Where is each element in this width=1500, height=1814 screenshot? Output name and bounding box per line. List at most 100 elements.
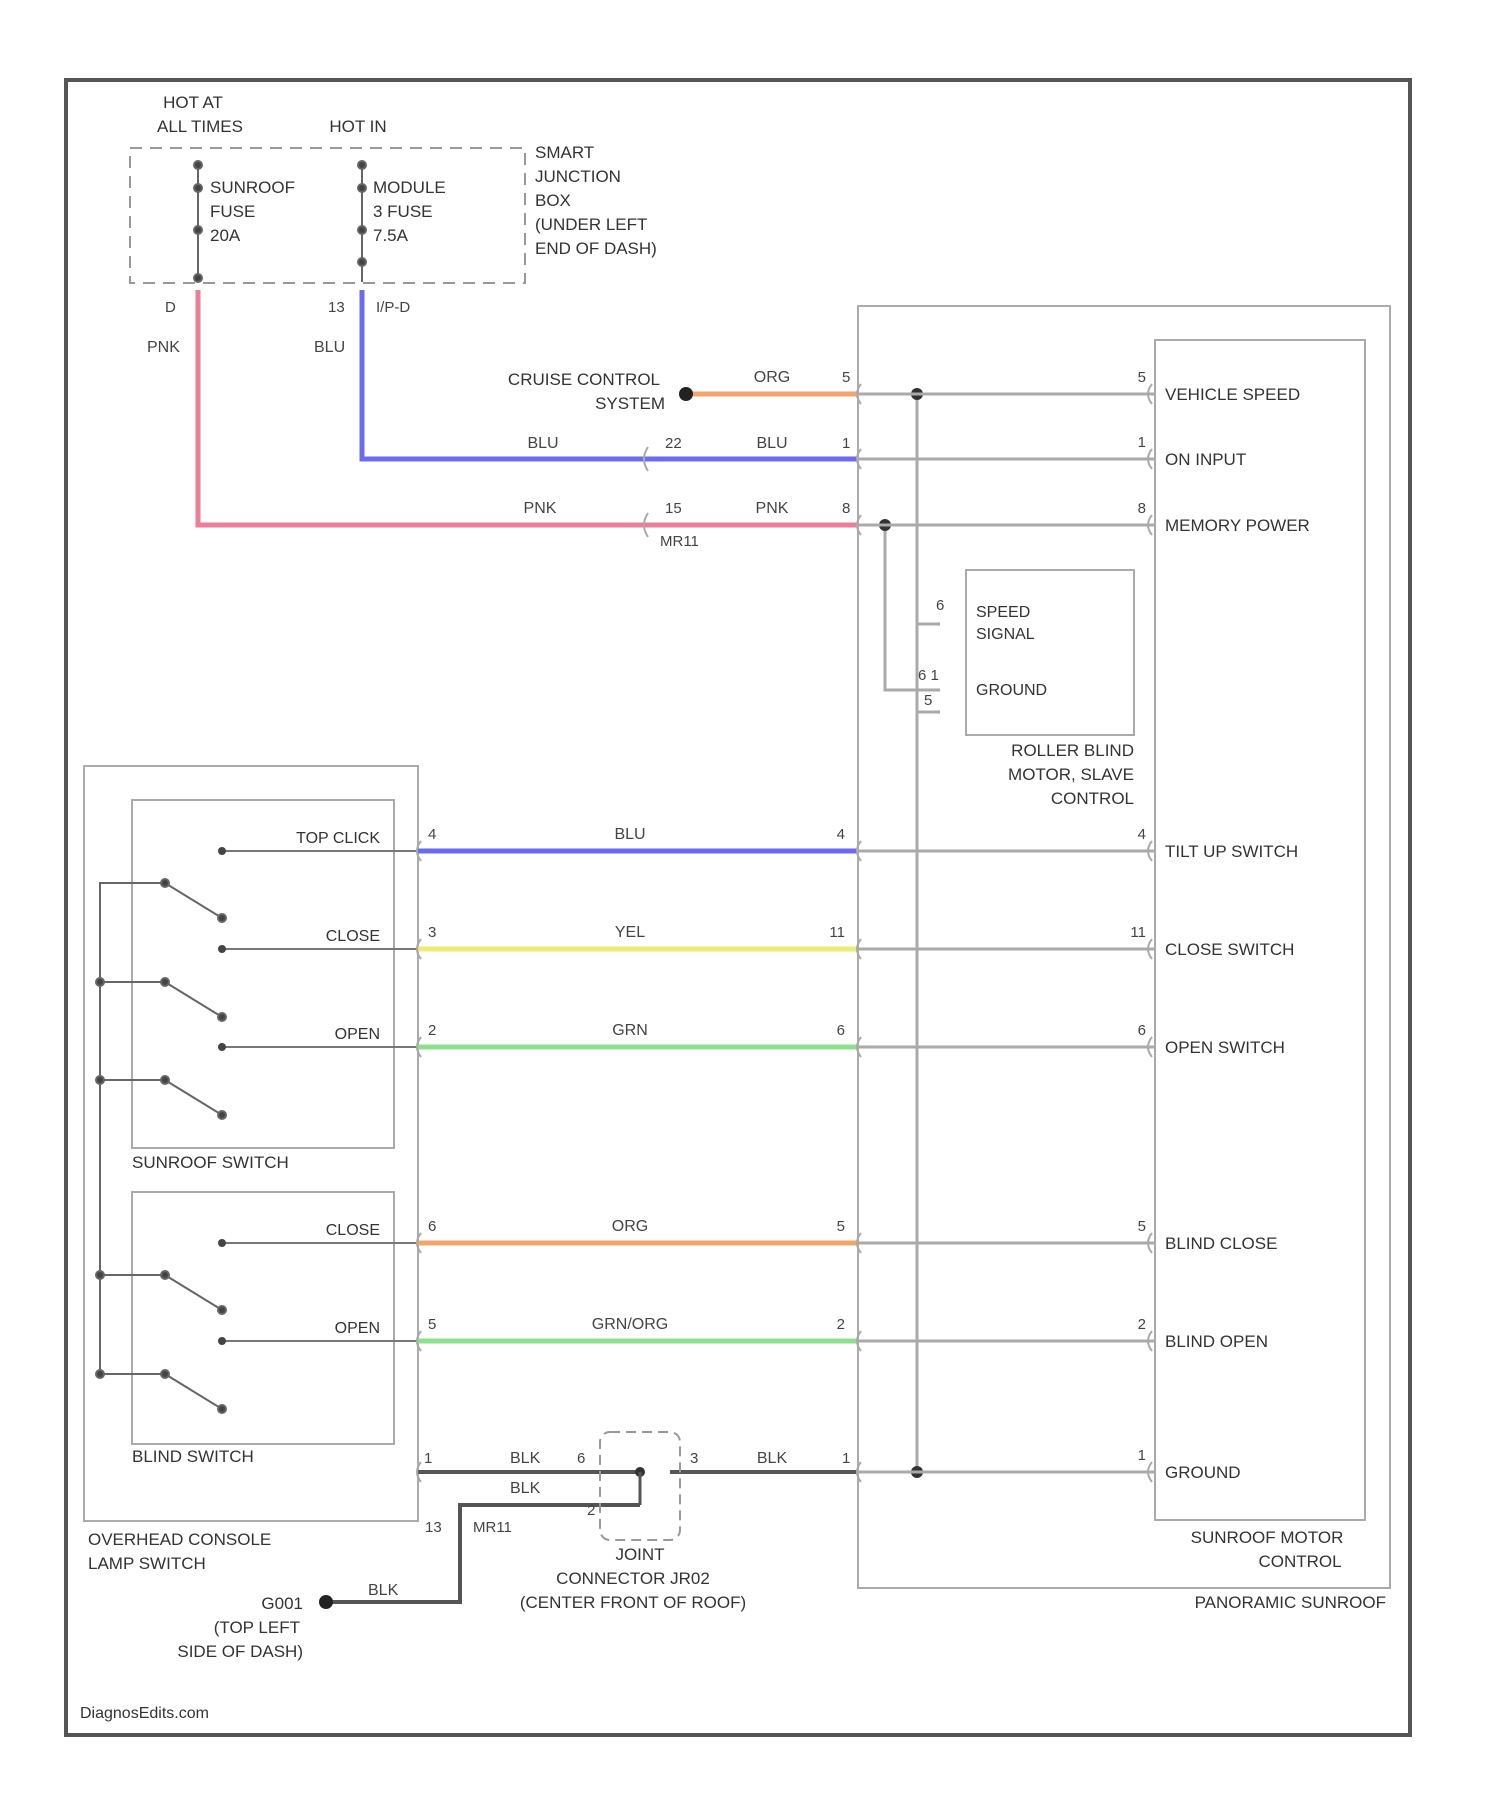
switch-terminal [218,1239,226,1247]
joint-pin3: 3 [690,1450,698,1467]
switch-terminal [218,847,226,855]
sunroof-fuse-label-line3: 20A [210,226,241,245]
roller-name-line3: CONTROL [1051,789,1134,808]
roller-speed-label-line1: SPEED [976,604,1030,621]
switch-pin-number: 3 [428,924,436,941]
switch-pin-number: 2 [428,1022,436,1039]
motor-pin-label: MEMORY POWER [1165,516,1310,535]
panoramic-sunroof-box [858,306,1390,1588]
joint-pin1: 6 [577,1450,585,1467]
ground-point-id: G001 [261,1594,303,1613]
blu-splice-pin: 22 [665,435,682,452]
module-fuse-label-line1: MODULE [373,178,446,197]
motor-pin-number: 8 [1138,500,1146,517]
joint-name-line3: (CENTER FRONT OF ROOF) [520,1593,746,1612]
ground-circuit: 1 BLK 6 BLK 2 3 BLK 1 13 MR11 BLK G001 (… [177,1432,1155,1661]
roller-speed-label-line2: SIGNAL [976,626,1035,643]
diagram-frame [66,80,1410,1735]
fuse-connector-right: I/P-D [376,299,410,316]
motor-pin-number: 5 [1138,369,1146,386]
motor-pin-label: ON INPUT [1165,450,1246,469]
motor-pin-label: BLIND CLOSE [1165,1234,1277,1253]
switch-row-label: CLOSE [326,1222,380,1239]
sunroof-fuse-label-line2: FUSE [210,202,255,221]
ground-wire2-color: BLK [757,1450,788,1467]
memory-power-branch [885,525,940,690]
mr11-splice: BLU 22 BLU 1 PNK 15 PNK 8 MR11 [524,435,851,550]
cruise-label-line1: CRUISE CONTROL [508,370,660,389]
motor-pin-number: 11 [1130,924,1146,941]
motor-side-pin-number: 11 [829,924,845,941]
joint-pin2: 2 [587,1502,595,1519]
module-fuse-label-line3: 7.5A [373,226,409,245]
overhead-console-name-line1: OVERHEAD CONSOLE [88,1530,271,1549]
ground-point-line1: (TOP LEFT [214,1618,300,1637]
blind-switch-name: BLIND SWITCH [132,1447,254,1466]
fuse-pin-left: D [165,299,176,316]
switch-pin-number: 5 [428,1316,436,1333]
hot-at-label-line2: ALL TIMES [157,117,243,136]
motor-pin-number: 1 [1138,434,1146,451]
junction-box-name-line5: END OF DASH) [535,239,657,258]
motor-pin-label: BLIND OPEN [1165,1332,1268,1351]
switch-row-label: TOP CLICK [296,830,380,847]
panoramic-sunroof-label: PANORAMIC SUNROOF [1195,1593,1386,1612]
motor-pin-number: 6 [1138,1022,1146,1039]
switch-wire-color: YEL [615,924,645,941]
ground-motor-pin: 1 [842,1450,850,1467]
fuse-pin-right: 13 [328,299,345,316]
switch-pin-number: 6 [428,1218,436,1235]
ground-switch-pin: 1 [424,1450,432,1467]
switch-contacts [96,879,226,1413]
motor-side-pin-number: 5 [837,1218,845,1235]
cruise-wire-color: ORG [754,369,790,386]
sunroof-fuse-label-line1: SUNROOF [210,178,295,197]
motor-control-name-line2: CONTROL [1258,1552,1341,1571]
junction-box-name-line3: BOX [535,191,571,210]
switch-terminal [218,945,226,953]
roller-name-line1: ROLLER BLIND [1011,741,1134,760]
motor-side-pin-number: 6 [837,1022,845,1039]
sunroof-switch-name: SUNROOF SWITCH [132,1153,289,1172]
pnk-splice-pin: 15 [665,500,682,517]
ground-point-icon [319,1595,333,1609]
blu-right-wire-color: BLU [756,435,787,452]
switch-terminal [218,1043,226,1051]
cruise-label-line2: SYSTEM [595,394,665,413]
overhead-console-box [84,766,418,1521]
switch-wire-color: ORG [612,1218,648,1235]
mr11-pin: 13 [425,1519,442,1536]
switch-row-label: OPEN [335,1320,380,1337]
splice-connector-id: MR11 [660,533,699,550]
motor-pin-label: CLOSE SWITCH [1165,940,1294,959]
roller-ground-pin: 6 1 [918,667,939,684]
fuse-terminal [194,161,202,169]
motor-pin-number: 5 [1138,1218,1146,1235]
roller-blind-control: SPEED SIGNAL GROUND 6 6 1 5 ROLLER BLIND… [918,570,1134,808]
motor-pin-number: 2 [1138,1316,1146,1333]
motor-control-name-line1: SUNROOF MOTOR [1191,1528,1344,1547]
wire-color-pnk: PNK [147,339,180,356]
motor-pin-label: TILT UP SWITCH [1165,842,1298,861]
pnk-left-wire-color: PNK [524,500,557,517]
ground-wire-lower-color: BLK [510,1480,541,1497]
hot-in-label: HOT IN [329,117,386,136]
mr11-label: MR11 [473,1519,512,1536]
pnk-right-wire-color: PNK [756,500,789,517]
motor-pin-number: 1 [1138,1447,1146,1464]
pnk-motor-pin: 8 [842,500,850,517]
switch-row-label: OPEN [335,1026,380,1043]
ground-point-line2: SIDE OF DASH) [177,1642,303,1661]
motor-pin-label: VEHICLE SPEED [1165,385,1300,404]
motor-side-pin-number: 4 [837,826,845,843]
switch-wire-color: GRN [612,1022,648,1039]
cruise-control-source: CRUISE CONTROL SYSTEM ORG 5 [508,369,850,413]
junction-box-name-line4: (UNDER LEFT [535,215,647,234]
sunroof-switch-box [132,800,394,1148]
wire-color-blu: BLU [314,339,345,356]
hot-at-label-line1: HOT AT [163,93,223,112]
roller-ground-pin2: 5 [924,692,932,709]
motor-pin-label: GROUND [1165,1463,1241,1482]
cruise-pin: 5 [842,369,850,386]
